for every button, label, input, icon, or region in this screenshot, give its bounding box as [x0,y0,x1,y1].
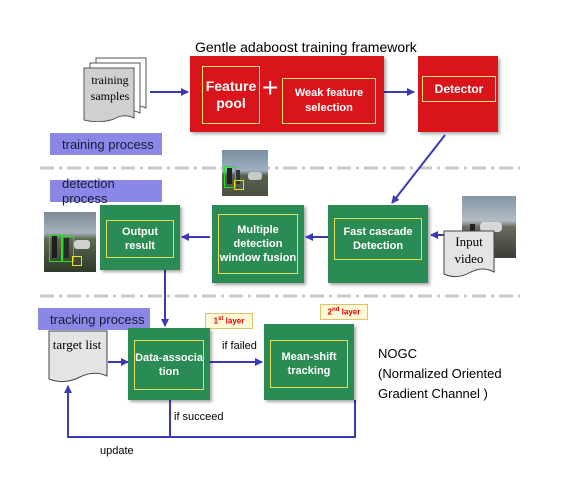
tracking-process-label: tracking process [38,308,150,330]
detector-box-outer [418,56,498,132]
framework-title: Gentle adaboost training framework [195,39,417,55]
output-result-image [44,212,96,272]
training-process-label: training process [50,133,162,155]
training-framework-box [190,56,384,132]
layer1-label: 1st layer [213,316,245,326]
fusion-box: Multiple detection window fusion [218,214,298,274]
arrow-update-loop [64,385,356,438]
layer2-tag: 2nd layer [320,304,368,320]
training-samples-label: training samples [90,73,130,103]
layer1-tag: 1st layer [205,313,253,329]
feature-pool-box: Feature pool [202,66,260,124]
detection-process-label: detection process [50,176,162,206]
training-samples-icon [83,57,147,122]
detection-sample-image [222,150,268,196]
nogc-title: NOGC [378,346,417,361]
weak-feature-selection-box: Weak feature selection [282,78,376,124]
data-association-box: Data-association [134,340,204,390]
if-failed-label: if failed [222,340,257,352]
output-result-box: Output result [106,220,174,258]
input-video-document-icon [443,230,495,278]
detector-box: Detector [422,76,496,102]
target-list-document-icon [48,330,108,383]
target-list-label: target list [52,337,102,352]
input-video-label: Input video [454,234,484,266]
nogc-line2: (Normalized Oriented [378,366,502,381]
mean-shift-box: Mean-shift tracking [270,340,348,388]
if-succeed-label: if succeed [174,411,224,423]
plus-sign: + [262,72,279,103]
fast-cascade-box: Fast cascade Detection [334,218,422,260]
update-label: update [100,445,134,457]
fusion-box-outer [212,205,304,283]
arrow-detector-to-cascade [391,134,446,204]
layer2-label: 2nd layer [327,307,361,317]
output-result-box-outer [100,205,180,270]
nogc-line3: Gradient Channel ) [378,386,488,401]
